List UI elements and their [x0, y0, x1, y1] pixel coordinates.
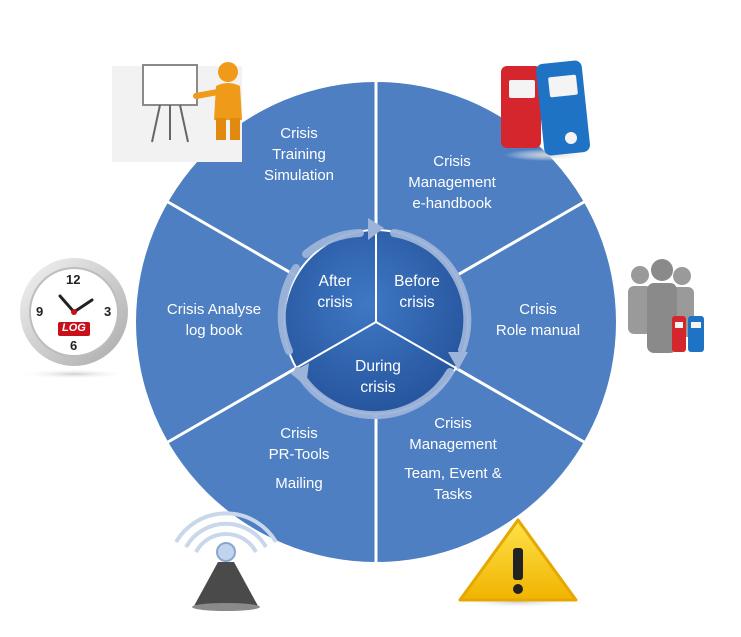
segment-dividers	[167, 82, 585, 562]
broadcast-signal-icon	[174, 511, 278, 611]
presenter-flipchart-icon	[112, 62, 242, 162]
cycle-arrowheads	[290, 218, 468, 386]
log-clock-icon	[18, 258, 130, 379]
cycle-arrow-ring	[277, 229, 472, 420]
inner-dividers	[295, 230, 457, 369]
team-people-icon	[628, 259, 704, 353]
clock-log-label: LOG	[62, 322, 86, 334]
clock-numeral-9: 9	[36, 304, 44, 319]
clock-numeral-6: 6	[70, 338, 78, 353]
warning-triangle-icon	[456, 518, 580, 608]
clock-numeral-3: 3	[104, 304, 112, 319]
binders-icon	[501, 60, 592, 161]
clock-numeral-12: 12	[66, 272, 81, 287]
